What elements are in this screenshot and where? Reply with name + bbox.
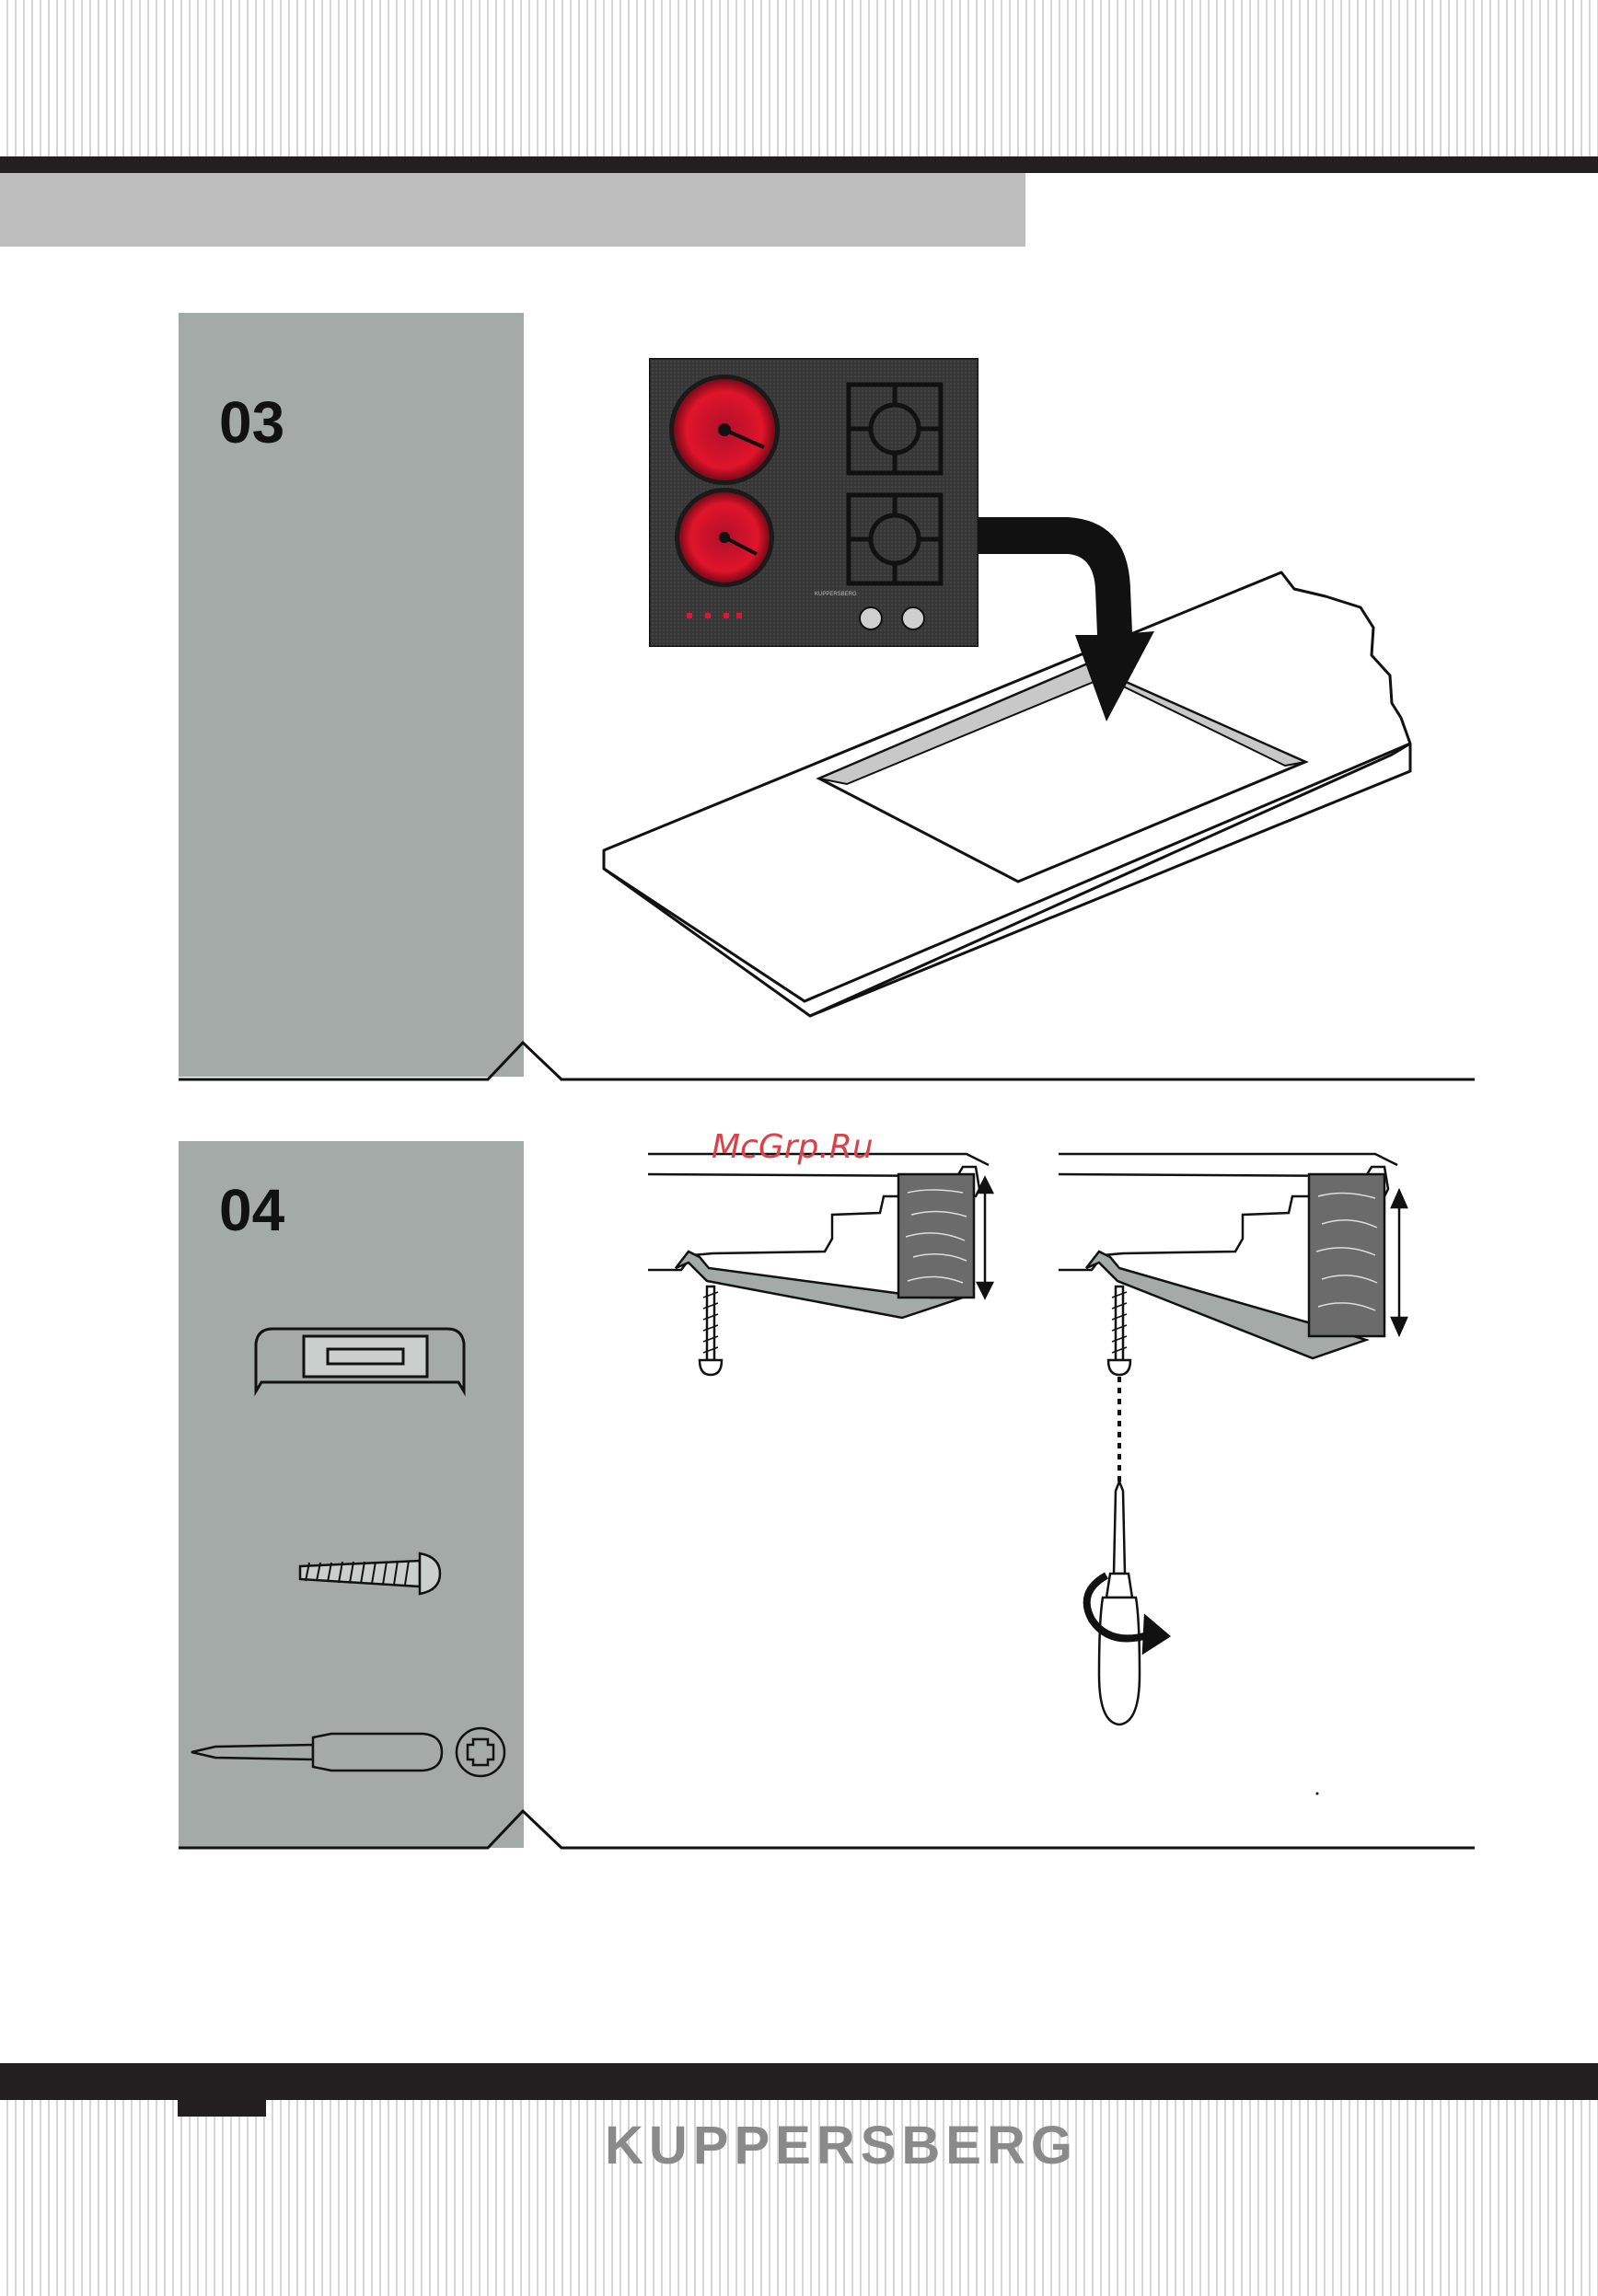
cross-section-right bbox=[1059, 1154, 1407, 1725]
hob-brand-text: KUPPERSBERG bbox=[815, 592, 857, 597]
watermark: McGrp.Ru bbox=[712, 1128, 874, 1166]
step-04-divider bbox=[179, 1811, 1475, 1848]
fixing-bracket-icon bbox=[256, 1329, 464, 1391]
screwdriver-icon bbox=[191, 1728, 504, 1776]
footer-brand: KUPPERSBERG bbox=[0, 2115, 1598, 2176]
cross-section-left bbox=[648, 1154, 992, 1375]
screw-icon bbox=[300, 1553, 440, 1594]
footer-bar bbox=[0, 2063, 1598, 2100]
stray-dot bbox=[1316, 1793, 1319, 1795]
hob-illustration: KUPPERSBERG bbox=[650, 359, 978, 646]
